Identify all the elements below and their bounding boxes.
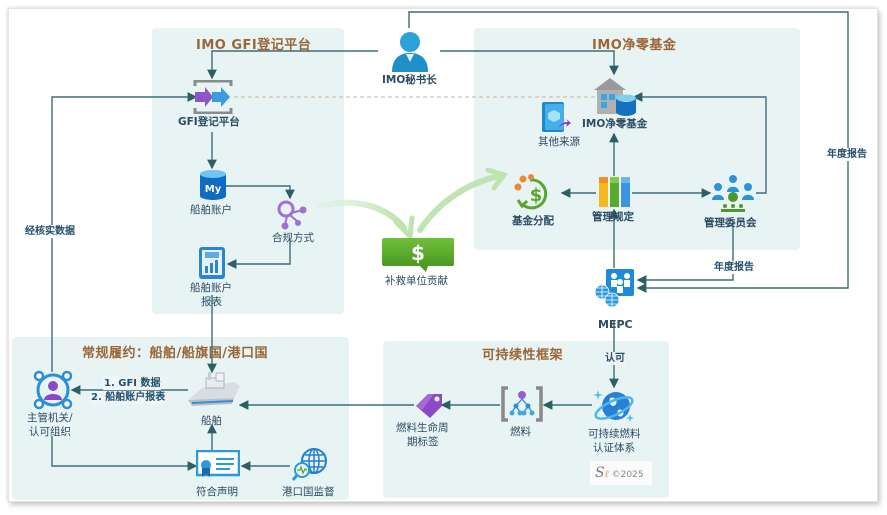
cube-export-icon[interactable] [540,100,572,134]
panel-compliance [12,337,349,500]
panel-title-compliance: 常规履约：船舶/船旗国/港口国 [82,346,268,361]
node-label-ship-account-report-1: 船舶账户 [190,282,232,294]
line-sg-gfi [207,50,378,80]
line-method-report [226,238,291,269]
node-label-fund-distribution: 基金分配 [512,215,554,227]
node-label-lifecycle-label-2: 期标签 [407,436,439,448]
node-label-net-zero-fund: IMO净零基金 [582,118,648,130]
person-icon [392,32,428,72]
dollar-cycle-icon[interactable]: $ [514,174,554,212]
panel-title-sustainability: 可持续性框架 [482,348,564,363]
line-board-fund [632,92,767,194]
line-verified-data [51,92,198,372]
bracket-hierarchy-icon[interactable] [500,386,544,422]
tablet-chart-icon[interactable] [198,246,226,280]
swoosh-arrow-right [417,173,503,233]
node-label-fuels: 燃料 [510,426,531,438]
people-globe-icon[interactable] [594,268,636,308]
line-sg-top [408,11,849,293]
edge-label-annual-report-mid: 年度报告 [713,261,755,274]
people-group-icon[interactable] [711,174,755,214]
watermark: Sℓ ©2025 [590,461,652,485]
ship-icon[interactable] [186,372,242,412]
globe-search-icon[interactable] [292,448,328,482]
edge-label-gfi-data: 1. GFI 数据 [103,377,162,390]
node-label-sfcs-1: 可持续燃料 [588,428,641,440]
node-label-secretary-general: IMO秘书长 [382,74,437,86]
network-nodes-icon[interactable] [276,200,308,230]
edge-label-annual-report-right: 年度报告 [826,148,868,161]
tag-icon[interactable] [414,392,444,418]
line-board-mepc [636,222,734,285]
swoosh-arrowhead-left [393,215,415,242]
line-authority-statement [51,436,198,471]
node-label-authority-2: 认可组织 [29,426,71,438]
bank-database-icon[interactable] [592,76,640,116]
node-label-authority-1: 主管机关/ [27,412,73,424]
swoosh-arrowhead-right [485,167,509,191]
panel-title-gfi: IMO GFI登记平台 [196,38,312,53]
import-arrows-icon[interactable] [193,80,233,114]
node-label-other-sources: 其他来源 [538,136,580,148]
node-label-remedial-unit: 补救单位贡献 [385,275,448,287]
node-label-gfi-registry: GFI登记平台 [178,116,240,128]
edge-label-verified-data: 经核实数据 [24,225,76,238]
node-label-ship-account: 船舶账户 [190,204,232,216]
database-my-icon[interactable]: My [199,170,227,200]
node-label-ship: 船舶 [201,415,222,427]
edge-label-account-report: 2. 船舶账户报表 [90,391,167,404]
node-label-statement-of-compliance: 符合声明 [196,486,238,498]
watermark-text: ©2025 [611,470,644,480]
panel-net-zero-fund [474,28,800,250]
dollar-banner-icon[interactable]: $ [382,238,454,272]
planet-icon[interactable] [592,386,636,426]
user-circle-network-icon[interactable] [33,370,73,410]
colored-bars-icon[interactable] [598,176,632,208]
watermark-logo: Sℓ [595,465,609,481]
node-label-mepc: MEPC [598,318,633,331]
node-label-lifecycle-label-1: 燃料生命周 [396,422,449,434]
node-label-port-state-control: 港口国监督 [282,486,335,498]
swoosh-arrow-left [317,199,407,231]
line-account-method [226,185,295,200]
line-sg-fund [440,50,619,76]
certificate-icon[interactable] [196,450,240,478]
node-label-compliance-method: 合规方式 [272,232,314,244]
node-label-governance-rules: 管理规定 [592,211,634,223]
node-label-ship-account-report-2: 报表 [201,296,222,308]
svg-text:$: $ [530,185,543,206]
node-label-sfcs-2: 认证体系 [593,442,635,454]
panel-title-fund: IMO净零基金 [592,38,677,53]
svg-text:$: $ [411,241,425,265]
panel-gfi-platform [152,28,344,314]
svg-text:My: My [205,184,222,195]
node-label-governing-board: 管理委员会 [704,217,757,229]
edge-label-approval: 认可 [604,352,626,365]
